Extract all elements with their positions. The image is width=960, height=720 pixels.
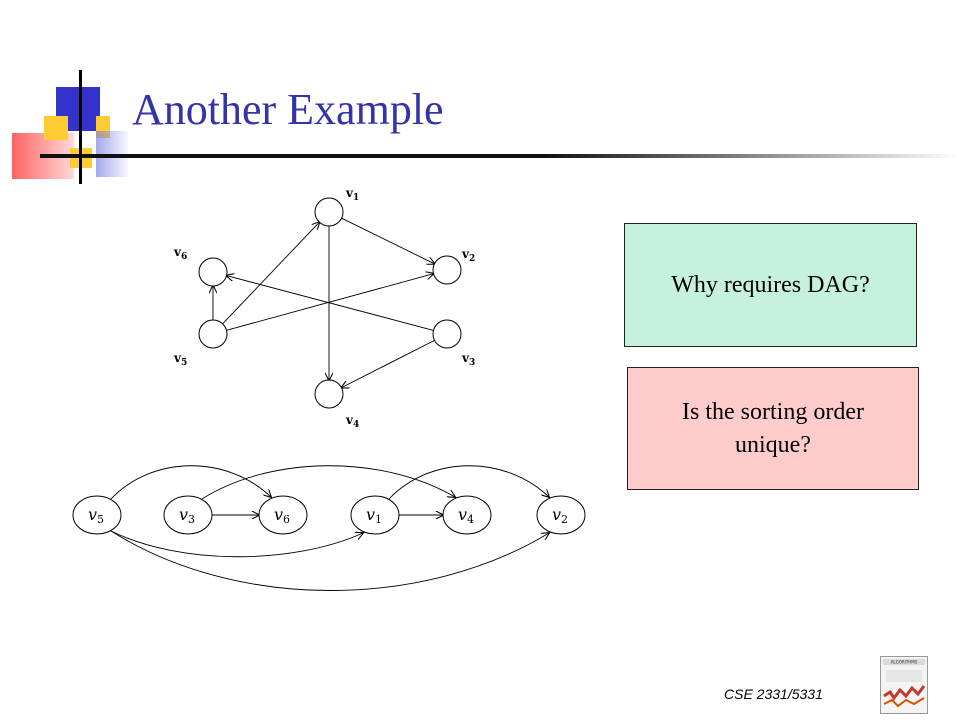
edge-v3-v6 bbox=[227, 276, 434, 331]
decor-vertical-line bbox=[79, 70, 82, 184]
edge-v1-v2 bbox=[341, 217, 435, 264]
topo-edge-v1-v2 bbox=[388, 465, 549, 500]
topo-node-label-v5: v5 bbox=[88, 505, 104, 526]
node-label-v6: v6 bbox=[173, 245, 187, 262]
slide-title: Another Example bbox=[132, 85, 444, 134]
node-v2 bbox=[432, 255, 462, 285]
graph-edges bbox=[213, 217, 435, 387]
topo-node-label-v4: v4 bbox=[458, 505, 474, 526]
topo-node-v3 bbox=[163, 495, 213, 535]
node-label-v5: v5 bbox=[173, 351, 187, 368]
unique-order-question-box: Is the sorting order unique? bbox=[627, 367, 919, 490]
topo-node-v2 bbox=[536, 495, 586, 535]
decor-yellow-square bbox=[44, 116, 68, 140]
topo-node-label-v1: v1 bbox=[366, 505, 382, 526]
unique-order-question-text: Is the sorting order unique? bbox=[682, 399, 864, 458]
edge-v3-v4 bbox=[341, 339, 435, 387]
dag-question-box: Why requires DAG? bbox=[624, 223, 917, 347]
topo-node-v5 bbox=[72, 495, 122, 535]
graph-nodes bbox=[198, 197, 462, 409]
node-label-v3: v3 bbox=[461, 351, 475, 368]
node-v3 bbox=[432, 319, 462, 349]
node-v1 bbox=[314, 197, 344, 227]
topo-node-v4 bbox=[442, 495, 492, 535]
edge-v5-v2 bbox=[226, 274, 434, 331]
topo-edge-v5-v1 bbox=[110, 530, 363, 558]
title-underline bbox=[40, 154, 960, 158]
course-footer: CSE 2331/5331 bbox=[724, 686, 823, 702]
node-label-v2: v2 bbox=[461, 247, 475, 264]
topo-edge-v3-v4 bbox=[201, 465, 455, 500]
node-label-v4: v4 bbox=[345, 413, 359, 430]
topo-order-edges bbox=[110, 465, 549, 591]
topo-node-v6 bbox=[258, 495, 308, 535]
dag-question-text: Why requires DAG? bbox=[671, 271, 870, 298]
topo-node-v1 bbox=[350, 495, 400, 535]
algorithms-book-cover-icon: ALGORITHMS bbox=[880, 656, 928, 714]
node-v6 bbox=[198, 257, 228, 287]
logo-text: ALGORITHMS bbox=[891, 660, 918, 665]
topo-node-label-v6: v6 bbox=[274, 505, 290, 526]
topo-node-label-v3: v3 bbox=[179, 505, 195, 526]
topo-node-label-v2: v2 bbox=[552, 505, 568, 526]
node-label-v1: v1 bbox=[345, 186, 359, 203]
topo-edge-v5-v2 bbox=[110, 530, 549, 591]
topo-order-nodes: v5 v3 v6 v1 v4 v2 bbox=[72, 495, 586, 535]
graph-node-labels: v1 v2 v3 v4 v5 v6 bbox=[173, 186, 475, 430]
edge-v5-v1 bbox=[222, 222, 320, 325]
node-v5 bbox=[198, 319, 228, 349]
node-v4 bbox=[314, 379, 344, 409]
topo-edge-v5-v6 bbox=[110, 465, 271, 500]
